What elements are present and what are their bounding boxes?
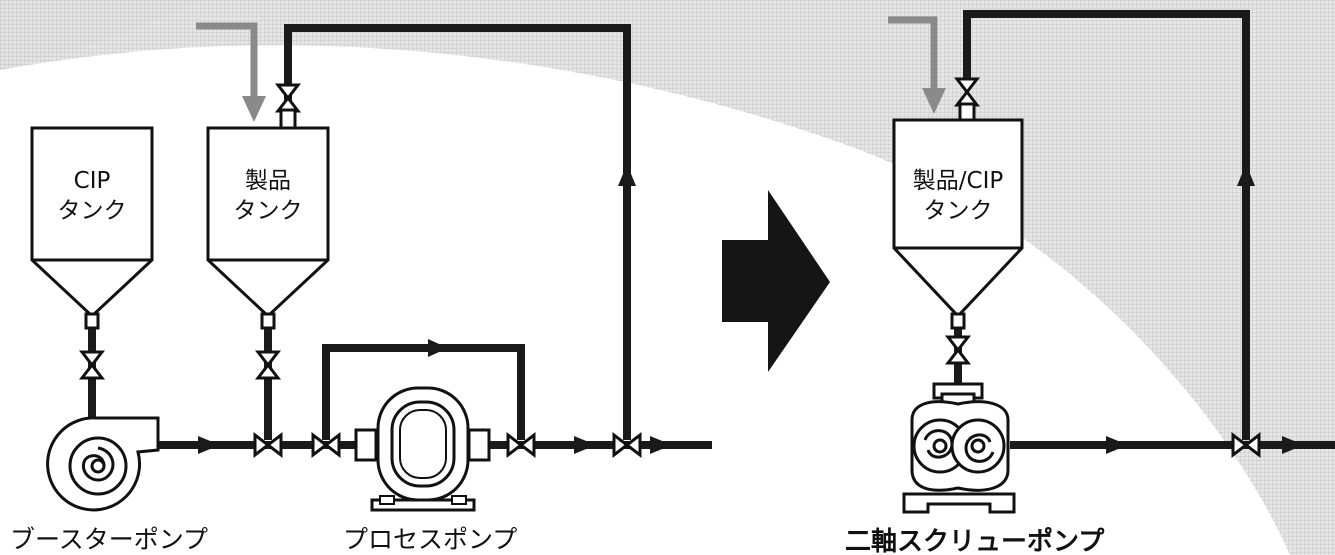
centrifugal-pump-icon bbox=[46, 416, 160, 512]
twin-screw-pump-caption: 二軸スクリューポンプ bbox=[845, 526, 1105, 555]
inlet-arrow-icon bbox=[196, 22, 266, 122]
product-tank-label-2: タンク bbox=[234, 198, 303, 224]
flow-arrow-icon bbox=[1282, 436, 1304, 454]
before-system: CIP タンク 製品 タンク bbox=[10, 22, 712, 554]
right-arrow-icon bbox=[722, 190, 830, 372]
cip-tank-label-2: タンク bbox=[58, 198, 127, 224]
inlet-arrow-icon bbox=[888, 16, 946, 114]
product-tank-label-1: 製品 bbox=[245, 168, 291, 194]
return-pipe bbox=[284, 24, 631, 440]
flow-arrow-icon bbox=[198, 436, 220, 454]
flow-arrow-icon bbox=[618, 164, 636, 186]
product-tank: 製品 タンク bbox=[206, 126, 330, 319]
flow-arrow-icon bbox=[1106, 436, 1128, 454]
twin-screw-pump-icon bbox=[902, 382, 1016, 514]
background-grid-left-top bbox=[0, 0, 200, 70]
cip-tank-label-1: CIP bbox=[74, 168, 111, 194]
return-pipe bbox=[963, 10, 1250, 440]
flow-arrow-icon bbox=[1237, 164, 1255, 186]
bypass-pipe bbox=[322, 344, 525, 440]
after-system: 製品/CIP タンク 二軸スクリューポンプ bbox=[845, 10, 1335, 555]
product-cip-tank-label-1: 製品/CIP bbox=[913, 168, 1004, 194]
flow-arrow-icon bbox=[650, 436, 672, 454]
booster-pump-caption: ブースターポンプ bbox=[10, 525, 208, 554]
lobe-pump-icon bbox=[354, 386, 491, 512]
product-cip-tank: 製品/CIP タンク bbox=[892, 118, 1024, 319]
cip-tank: CIP タンク bbox=[30, 126, 154, 319]
flow-arrow-icon bbox=[428, 339, 448, 357]
flow-arrow-icon bbox=[574, 436, 596, 454]
process-pump-caption: プロセスポンプ bbox=[343, 525, 517, 554]
product-cip-tank-label-2: タンク bbox=[924, 198, 993, 224]
